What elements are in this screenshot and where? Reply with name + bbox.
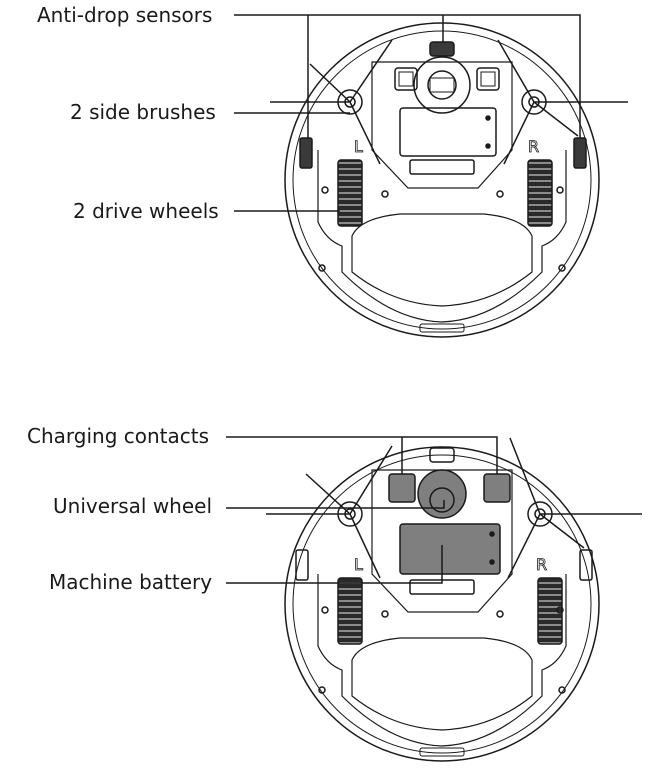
top-anti-drop-sensor-left: [299, 137, 313, 169]
label-anti-drop-sensors: Anti-drop sensors: [37, 3, 213, 27]
bottom-side-brush-right: [507, 437, 642, 579]
top-machine-battery: [399, 107, 497, 157]
bottom-charging-contact-left: [388, 473, 416, 503]
top-robot: [270, 22, 628, 338]
bottom-side-brush-left: [266, 445, 393, 579]
label-charging-contacts: Charging contacts: [27, 424, 210, 448]
bottom-robot: [266, 437, 642, 762]
top-anti-drop-sensor-front: [429, 41, 455, 57]
top-side-brush-right: [497, 39, 628, 165]
label-universal-wheel: Universal wheel: [53, 494, 213, 518]
top-leader-lines: [234, 14, 581, 212]
top-wheel-mark-left: L: [354, 137, 363, 156]
top-anti-drop-sensor-right: [573, 137, 587, 169]
robot-outer-shell: [284, 446, 600, 762]
top-charging-contact-left: [394, 67, 418, 91]
label-drive-wheels: 2 drive wheels: [73, 199, 219, 223]
top-charging-contact-right: [476, 67, 500, 91]
bottom-charging-contact-right: [483, 473, 511, 503]
top-drive-wheel-left: [337, 159, 363, 227]
label-side-brushes: 2 side brushes: [70, 100, 216, 124]
top-side-brush-left: [270, 39, 393, 165]
bottom-wheel-mark-right: R: [536, 555, 547, 574]
bottom-machine-battery: [399, 523, 501, 575]
top-universal-wheel: [413, 56, 471, 114]
bottom-wheel-mark-left: L: [354, 555, 363, 574]
bottom-leader-lines: [226, 436, 498, 584]
robot-outer-shell: [284, 22, 600, 338]
top-wheel-mark-right: R: [528, 137, 539, 156]
top-drive-wheel-right: [527, 159, 553, 227]
bottom-drive-wheel-left: [337, 577, 363, 645]
label-machine-battery: Machine battery: [49, 570, 213, 594]
bottom-drive-wheel-right: [537, 577, 563, 645]
